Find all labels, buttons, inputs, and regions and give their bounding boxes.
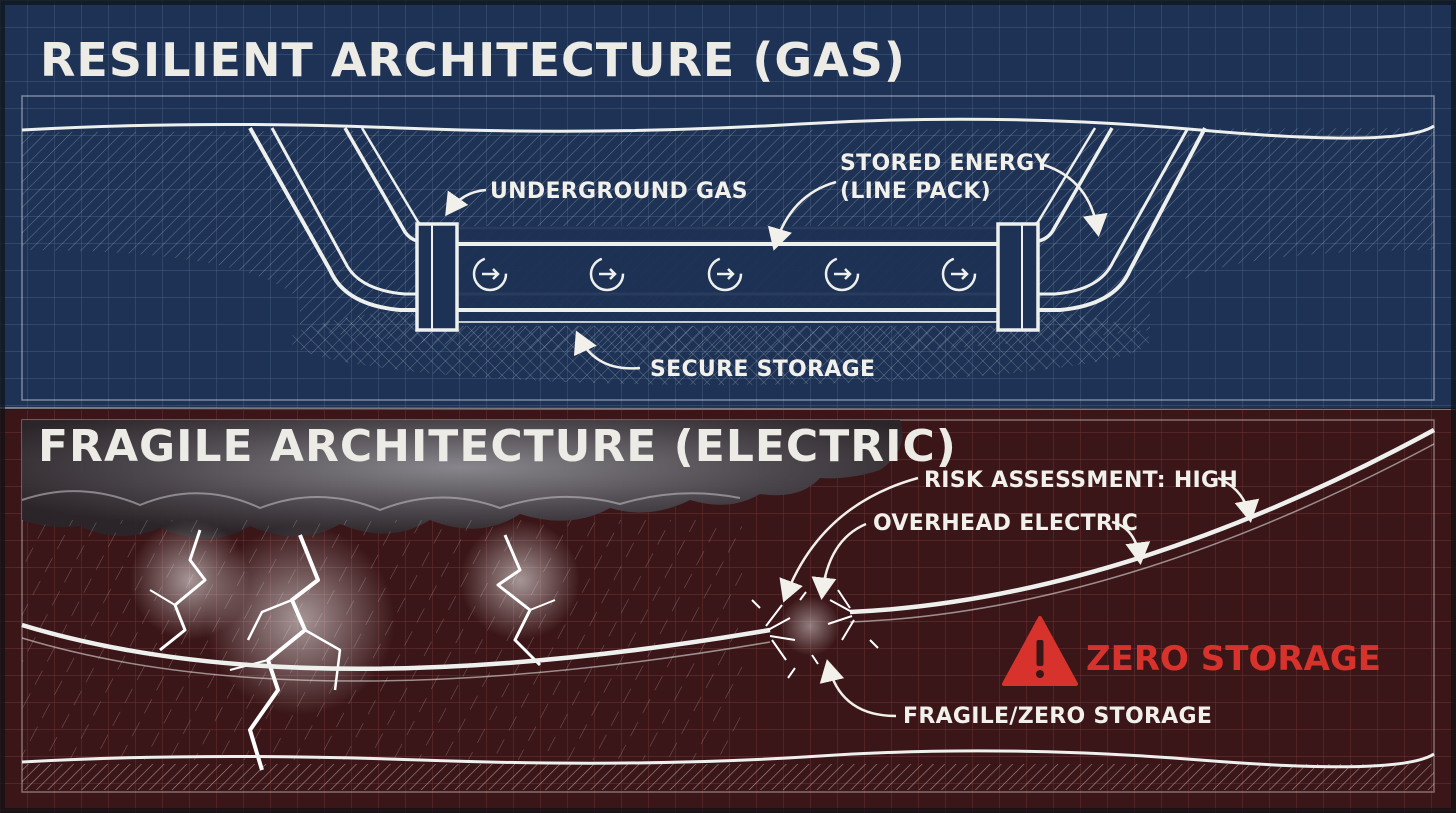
arrow-risk-assessment-right [1217,476,1260,523]
break-spark-icon [751,575,879,679]
warning-triangle-icon [1002,616,1078,686]
label-risk-assessment: RISK ASSESSMENT: HIGH [924,468,1238,493]
overhead-power-line-left [21,622,771,671]
lightning-glow [460,520,580,640]
gas-panel: RESILIENT ARCHITECTURE (GAS) [0,0,1456,408]
gas-flow-icon [941,256,977,292]
ground-hatching [22,764,1434,790]
label-secure-storage: SECURE STORAGE [650,357,875,382]
lightning-bolt-icon [149,529,207,652]
gas-panel-title: RESILIENT ARCHITECTURE (GAS) [40,33,906,87]
arrow-underground-gas [445,188,487,217]
gas-flow-icon [472,256,508,292]
left-flange [415,222,459,332]
arrow-stored-energy [767,180,837,251]
gas-flow-icon [707,256,743,292]
lightning-bolt-icon [496,534,556,667]
electric-panel-title: FRAGILE ARCHITECTURE (ELECTRIC) [38,421,957,472]
arrow-fragile-zero-storage [819,659,897,718]
electric-panel: FRAGILE ARCHITECTURE (ELECTRIC) [0,410,1456,813]
gas-flow-icon [824,256,860,292]
storm-cloud-icon [21,420,903,539]
label-stored-energy-line1: STORED ENERGY [840,151,1051,176]
arrow-overhead-electric-left [811,522,867,600]
arrow-overhead-electric-right [1111,520,1151,565]
overhead-power-line-left-shadow [21,637,771,682]
label-stored-energy-line2: (LINE PACK) [840,179,991,204]
label-fragile-zero-storage: FRAGILE/ZERO STORAGE [903,704,1212,729]
panel-seam [0,407,1456,411]
label-underground-gas: UNDERGROUND GAS [490,179,748,204]
label-overhead-electric: OVERHEAD ELECTRIC [873,511,1138,536]
zero-storage-warning-text: ZERO STORAGE [1086,639,1381,679]
break-glow [780,596,840,656]
arrow-secure-storage [573,330,641,370]
overhead-power-line-right-shadow [849,443,1435,623]
arrow-stored-energy-right [1043,163,1108,237]
gas-flow-icons [472,256,977,292]
arrow-risk-assessment-left [779,476,919,603]
gas-flow-icon [589,256,625,292]
lightning-glow [130,520,250,640]
right-flange [996,222,1040,332]
